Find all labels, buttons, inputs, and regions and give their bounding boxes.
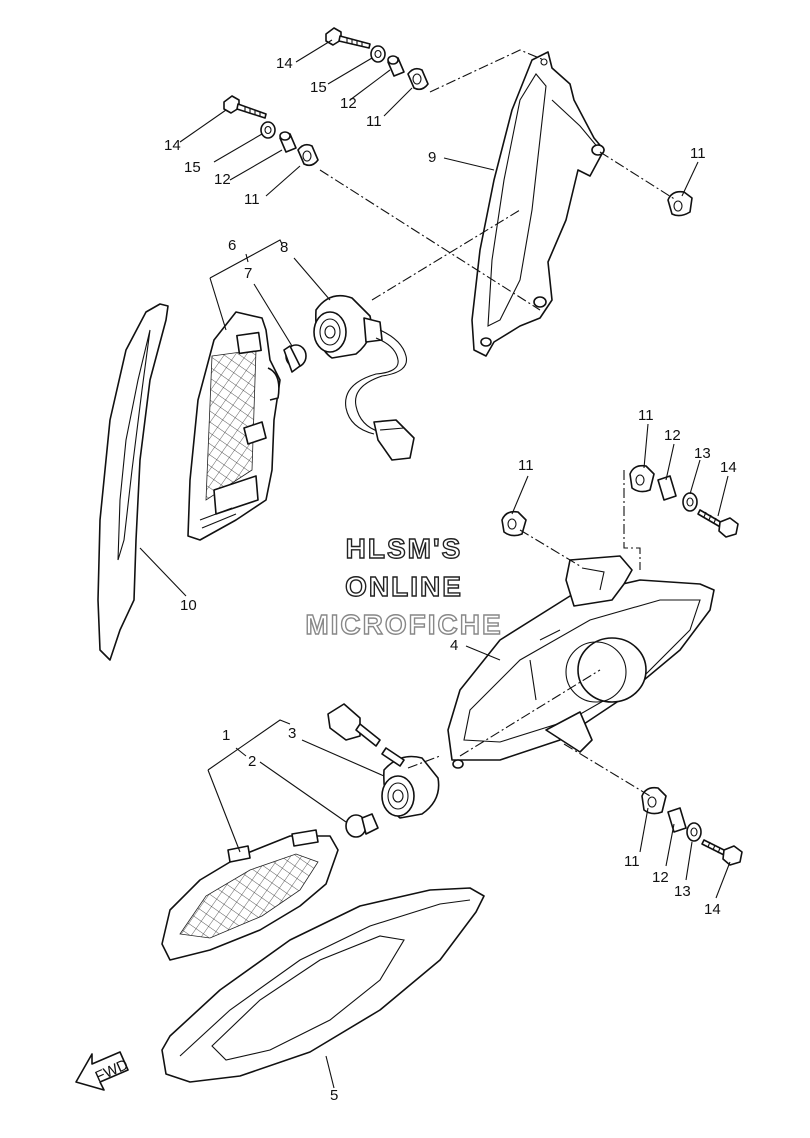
callout-11: 11 (518, 457, 534, 474)
fwd-arrow-icon: FWD (75, 1051, 131, 1091)
watermark-line-3: MICROFICHE (305, 609, 502, 640)
washer-13-lower-right (686, 822, 702, 842)
callout-11: 11 (690, 145, 706, 162)
grommet-11-lower-right (641, 786, 667, 815)
callout-11: 11 (624, 853, 640, 870)
socket-3 (381, 755, 440, 819)
watermark-line-2: ONLINE (345, 571, 463, 602)
callout-3: 3 (288, 725, 296, 742)
signal-lens-1 (161, 829, 339, 961)
lens-cover-5 (161, 887, 485, 1083)
bulb-2 (345, 813, 379, 838)
callout-11: 11 (638, 407, 654, 424)
callout-2: 2 (248, 753, 256, 770)
callout-8: 8 (280, 239, 288, 256)
callout-9: 9 (428, 149, 436, 166)
bolt-14-top-b (223, 95, 267, 119)
washer-15-top-a (370, 45, 386, 63)
callout-14: 14 (164, 137, 181, 154)
grommet-11-left-housing (501, 510, 527, 537)
callout-7: 7 (244, 265, 252, 282)
watermark: HLSM'S ONLINE MICROFICHE (305, 532, 502, 640)
bolt-14-lower-right (701, 839, 743, 866)
collar-12-lower-right (667, 807, 687, 833)
collar-12-upper-right (657, 475, 677, 501)
washer-13-upper-right (682, 492, 698, 512)
signal-lens-6 (187, 311, 281, 541)
grommet-11-top-a (407, 67, 429, 91)
housing-bracket-9 (471, 51, 605, 357)
callout-12: 12 (664, 427, 681, 444)
callout-13: 13 (674, 883, 691, 900)
callout-11: 11 (366, 113, 382, 130)
connector-3 (327, 703, 405, 767)
harness-8 (345, 329, 415, 461)
callout-14: 14 (720, 459, 737, 476)
callout-10: 10 (180, 597, 197, 614)
callout-5: 5 (330, 1087, 338, 1104)
collar-12-top-a (387, 55, 405, 77)
callout-numbers: 14 15 12 11 14 15 12 11 9 11 6 8 7 10 11… (164, 55, 737, 1104)
grommet-11-right-bracket (667, 190, 693, 217)
grommet-11-top-b (297, 143, 319, 167)
callout-15: 15 (184, 159, 201, 176)
alignment-lines (319, 49, 677, 797)
callout-12: 12 (652, 869, 669, 886)
front-housing-4 (447, 555, 715, 769)
callout-14: 14 (276, 55, 293, 72)
bolt-14-top-a (325, 27, 371, 49)
washer-15-top-b (260, 121, 276, 139)
callout-12: 12 (214, 171, 231, 188)
callout-4: 4 (450, 637, 458, 654)
callout-6: 6 (228, 237, 236, 254)
grommet-11-upper-right (629, 464, 655, 493)
collar-12-top-b (279, 131, 297, 153)
callout-1: 1 (222, 727, 230, 744)
bolt-14-upper-right (697, 509, 739, 538)
callout-15: 15 (310, 79, 327, 96)
callout-14: 14 (704, 901, 721, 918)
lens-cover-10 (97, 303, 169, 661)
callout-12: 12 (340, 95, 357, 112)
callout-13: 13 (694, 445, 711, 462)
bulb-7 (283, 344, 307, 373)
callout-11: 11 (244, 191, 260, 208)
leader-lines (139, 39, 731, 1089)
watermark-line-1: HLSM'S (346, 533, 463, 564)
socket-8 (313, 294, 383, 359)
